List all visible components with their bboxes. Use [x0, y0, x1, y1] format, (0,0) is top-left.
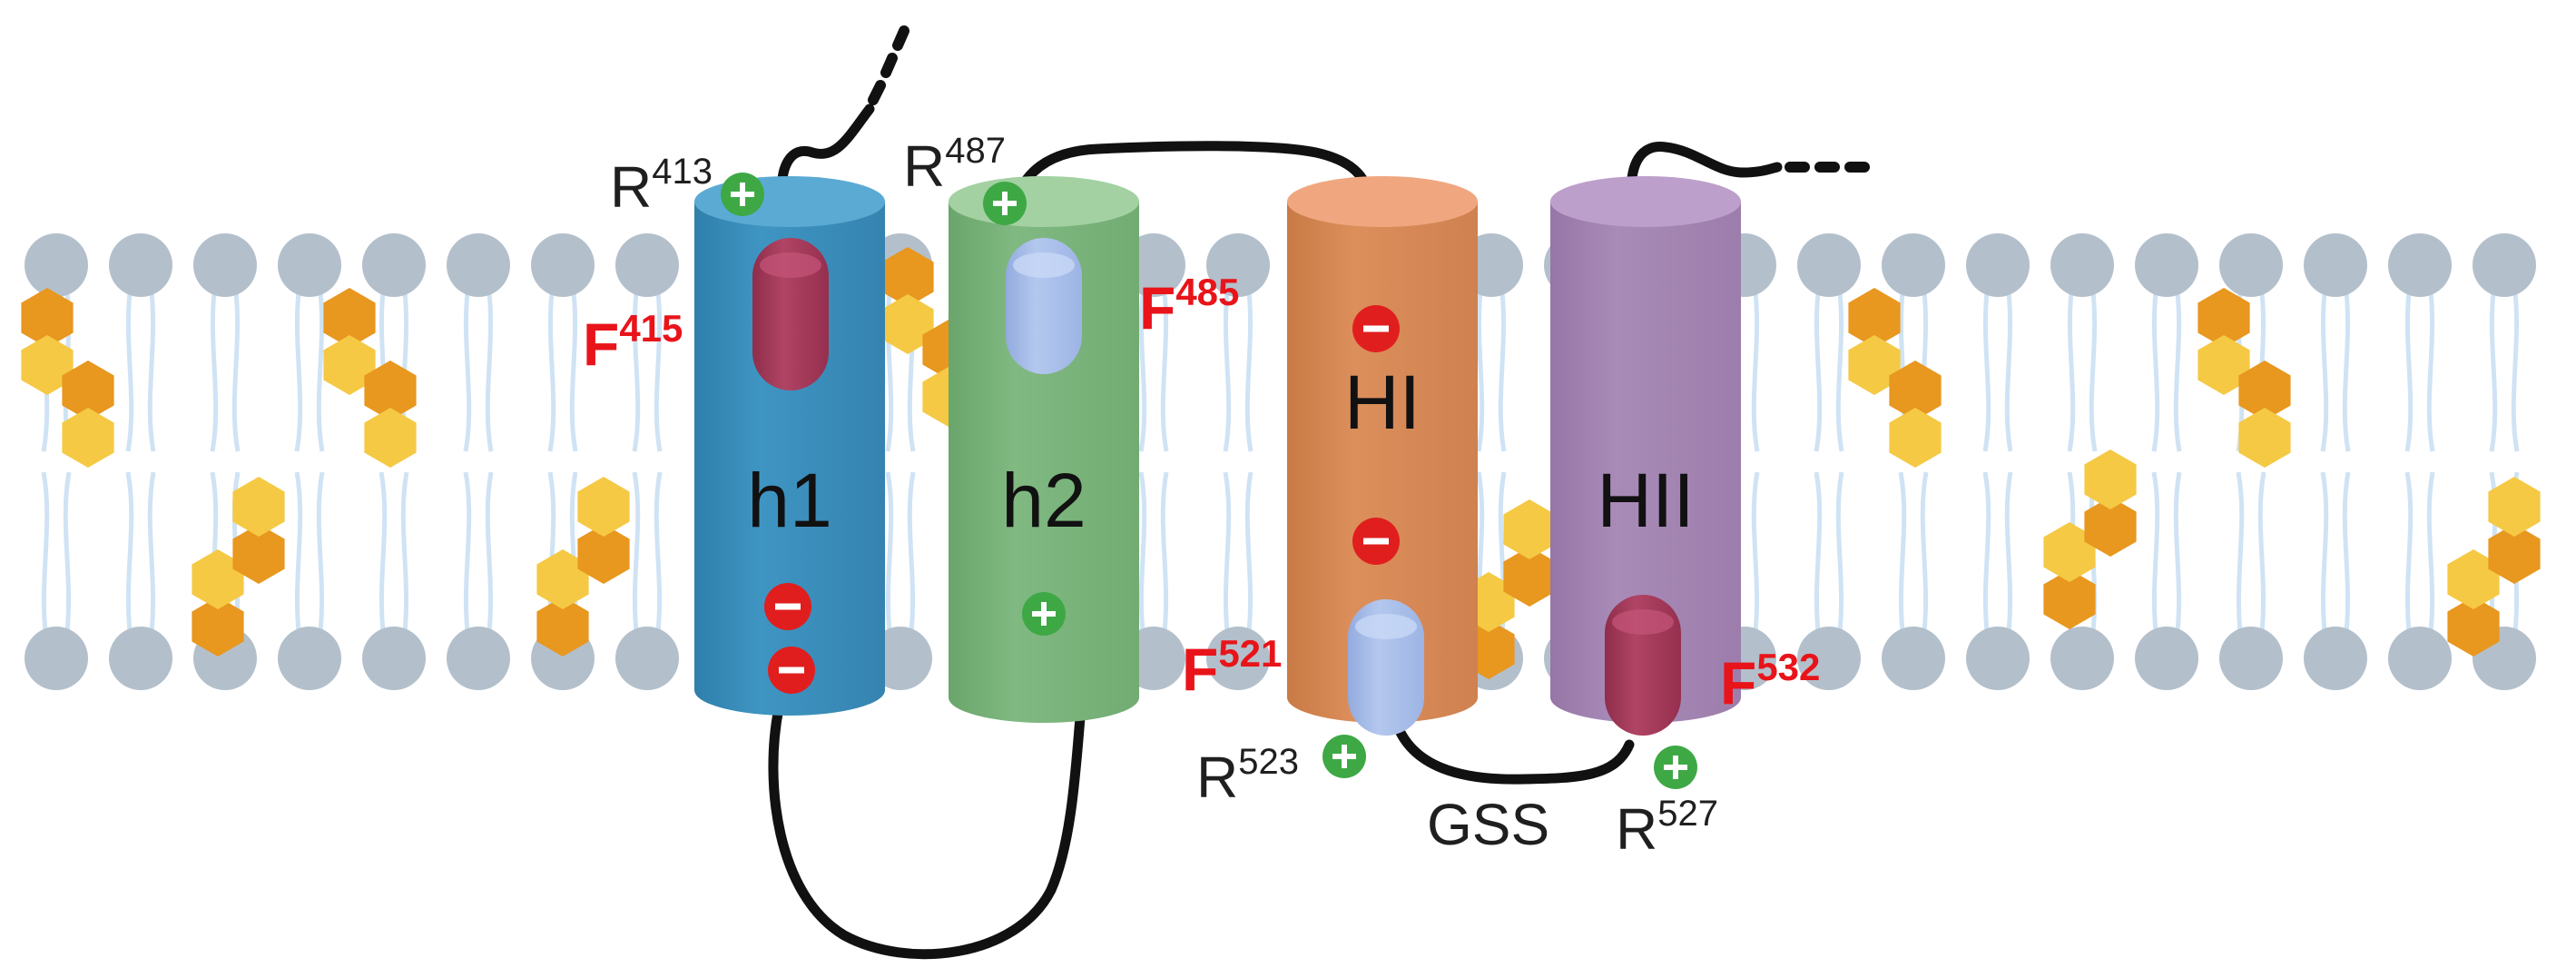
lipid-headgroup: [1797, 233, 1861, 297]
lipid-headgroup: [615, 627, 679, 690]
cholesterol-molecule: [323, 288, 417, 468]
plus-charge-icon: [1022, 592, 1066, 636]
loops: [768, 25, 1870, 960]
loop-HI-HII-gss: [1391, 716, 1635, 785]
lipid-headgroup: [1966, 233, 2030, 297]
lipid-tail: [210, 291, 241, 632]
helix-HI: [1287, 176, 1478, 723]
cholesterol-molecules: [21, 247, 2541, 679]
cholesterol-molecule: [2197, 288, 2291, 468]
lipid-tail: [125, 291, 156, 632]
plus-charge-icon: [1654, 746, 1697, 789]
cholesterol-molecule: [2043, 449, 2137, 629]
n-terminal-ellipsis: [868, 25, 909, 105]
lipid-tail: [885, 291, 916, 632]
lipid-tail: [1476, 291, 1507, 632]
cholesterol-molecule: [1848, 288, 1942, 468]
loop-h2-HI: [1011, 141, 1374, 207]
c-terminal-tail: [1626, 142, 1783, 207]
helix-label-h1: h1: [747, 458, 831, 543]
plus-charge-icon: [1322, 735, 1366, 778]
charges: [721, 173, 1697, 789]
lipid-headgroup: [447, 627, 510, 690]
aromatic-f532-capsule: [1605, 595, 1681, 736]
residue-label-f521: F521: [1182, 632, 1282, 703]
lipid-tail: [1223, 291, 1254, 632]
lipid-headgroup: [278, 233, 341, 297]
plus-charge-icon: [721, 173, 764, 216]
lipid-headgroup: [2219, 627, 2283, 690]
lipid-tail: [547, 291, 578, 632]
helix-label-HI: HI: [1344, 360, 1421, 445]
lipid-headgroup: [109, 233, 172, 297]
lipid-tail: [2404, 291, 2435, 632]
residue-label-f532: F532: [1720, 646, 1820, 716]
lipid-headgroup: [362, 627, 426, 690]
minus-charge-icon: [1352, 305, 1400, 352]
lipid-headgroup: [531, 233, 595, 297]
aromatic-f415-capsule: [752, 238, 829, 390]
lipid-headgroup: [2304, 627, 2367, 690]
lipid-headgroup: [615, 233, 679, 297]
lipid-headgroup: [362, 233, 426, 297]
lipid-headgroup: [2388, 627, 2452, 690]
helix-label-h2: h2: [1001, 458, 1086, 543]
lipid-headgroup: [1966, 627, 2030, 690]
aromatic-f521-capsule: [1348, 599, 1424, 736]
minus-charge-icon: [1352, 518, 1400, 565]
lipid-headgroup: [109, 627, 172, 690]
lipid-tail: [1982, 291, 2013, 632]
lipid-headgroup: [2473, 233, 2536, 297]
lipid-tail: [1814, 291, 1844, 632]
residue-label-r527: R527: [1616, 794, 1718, 862]
lipid-headgroup: [1882, 233, 1945, 297]
minus-charge-icon: [768, 647, 815, 694]
residue-label-f485: F485: [1139, 271, 1239, 341]
residue-label-r487: R487: [903, 131, 1006, 199]
lipid-headgroup: [2135, 233, 2198, 297]
lipid-headgroup: [1206, 233, 1270, 297]
cholesterol-molecule: [536, 477, 630, 657]
minus-charge-icon: [764, 583, 811, 630]
lipid-headgroup: [25, 233, 88, 297]
n-terminal-tail: [776, 104, 875, 207]
lipid-headgroup: [2304, 233, 2367, 297]
lipid-tail: [2151, 291, 2182, 632]
lipid-tail: [463, 291, 494, 632]
lipid-headgroup: [2219, 233, 2283, 297]
lipid-tail: [1138, 291, 1169, 632]
lipid-tail: [2067, 291, 2098, 632]
linker-label-gss: GSS: [1427, 792, 1549, 857]
lipid-headgroup: [2050, 627, 2114, 690]
cholesterol-molecule: [21, 288, 114, 468]
aromatic-f485-capsule: [1006, 238, 1082, 374]
residue-label-r413: R413: [610, 152, 713, 220]
residue-label-f415: F415: [583, 307, 683, 378]
lipid-headgroup: [1882, 627, 1945, 690]
lipid-tail: [2489, 291, 2520, 632]
lipid-headgroup: [2135, 627, 2198, 690]
cholesterol-molecule: [192, 477, 285, 657]
lipid-headgroup: [25, 627, 88, 690]
lipid-headgroup: [1206, 627, 1270, 690]
lipid-headgroup: [2050, 233, 2114, 297]
lipid-headgroup: [2388, 233, 2452, 297]
lipid-tail: [632, 291, 663, 632]
lipid-headgroups: [25, 233, 2536, 690]
lipid-tails: [41, 291, 2520, 632]
loop-h1-h2: [768, 703, 1086, 960]
plus-charge-icon: [983, 182, 1027, 225]
lipid-headgroup: [193, 233, 257, 297]
cholesterol-molecule: [2447, 477, 2541, 657]
lipid-headgroup: [1797, 627, 1861, 690]
helix-HII: [1550, 176, 1741, 723]
residue-label-r523: R523: [1196, 742, 1299, 810]
lipid-tail: [2320, 291, 2351, 632]
lipid-headgroup: [278, 627, 341, 690]
lipid-headgroup: [447, 233, 510, 297]
helix-label-HII: HII: [1597, 458, 1694, 543]
lipid-tail: [294, 291, 325, 632]
